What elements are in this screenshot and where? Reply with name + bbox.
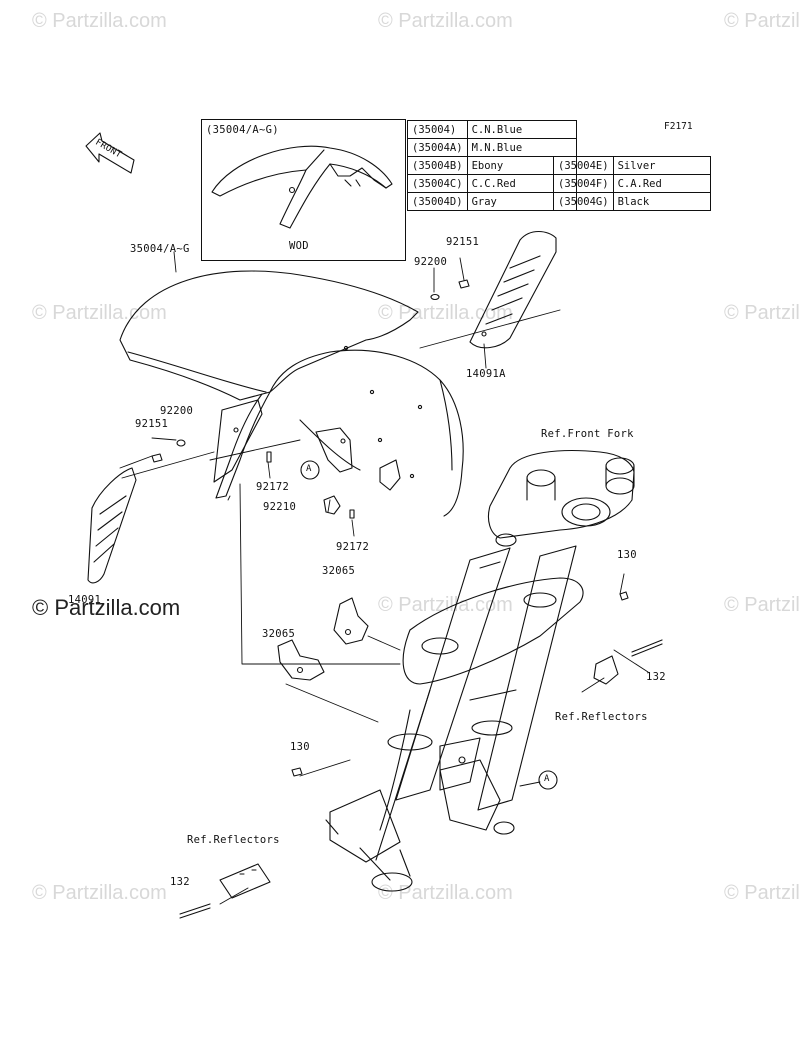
watermark: © Partzilla.com <box>724 882 800 904</box>
color-name: C.N.Blue <box>466 120 577 139</box>
watermark: © Partzilla.com <box>32 302 167 324</box>
callout-92210: 92210 <box>263 501 297 513</box>
color-table-right: (35004E) Silver (35004F) C.A.Red (35004G… <box>553 156 711 211</box>
watermark: © Partzilla.com <box>378 594 513 616</box>
reflector-drawing <box>179 591 663 919</box>
part-code: (35004B) <box>407 156 468 175</box>
callout-92151-left: 92151 <box>135 418 169 430</box>
callout-132-left: 132 <box>170 876 190 888</box>
watermark: © Partzilla.com <box>724 10 800 32</box>
callout-92172-a: 92172 <box>256 481 290 493</box>
part-code: (35004A) <box>407 138 468 157</box>
color-name: Silver <box>612 156 711 175</box>
inset-caption: WOD <box>289 240 309 252</box>
color-table-left: (35004) C.N.Blue (35004A) M.N.Blue (3500… <box>407 120 577 211</box>
callout-92200-left: 92200 <box>160 405 194 417</box>
side-cover-14091-drawing <box>87 467 137 584</box>
callout-130-top: 130 <box>617 549 637 561</box>
color-row: (35004) C.N.Blue <box>407 120 577 139</box>
color-row: (35004C) C.C.Red <box>407 174 577 193</box>
circle-a-label: A <box>544 774 550 784</box>
callout-92172-b: 92172 <box>336 541 370 553</box>
part-code: (35004E) <box>553 156 614 175</box>
inset-box: (35004/A~G) WOD <box>201 119 406 261</box>
callout-14091A: 14091A <box>466 368 506 380</box>
callout-32065-b: 32065 <box>262 628 296 640</box>
callout-ref-reflectors-right: Ref.Reflectors <box>555 711 648 723</box>
color-row: (35004B) Ebony <box>407 156 577 175</box>
color-row: (35004D) Gray <box>407 192 577 211</box>
color-row: (35004G) Black <box>553 192 711 211</box>
part-code: (35004D) <box>407 192 468 211</box>
inset-fender-drawing <box>211 145 393 229</box>
watermark: © Partzilla.com <box>724 302 800 324</box>
part-code: (35004) <box>407 120 468 139</box>
front-fender-drawing <box>119 270 464 517</box>
front-arrow-shape <box>85 132 135 174</box>
callout-32065-a: 32065 <box>322 565 356 577</box>
hardware-drawing <box>151 279 470 519</box>
leader-lines <box>119 251 649 905</box>
part-code: (35004G) <box>553 192 614 211</box>
watermark: © Partzilla.com <box>724 594 800 616</box>
color-name: C.A.Red <box>612 174 711 193</box>
callout-fender: 35004/A~G <box>130 243 190 255</box>
color-name: M.N.Blue <box>466 138 577 157</box>
color-row: (35004A) M.N.Blue <box>407 138 577 157</box>
inset-title: (35004/A~G) <box>206 124 279 136</box>
watermark: © Partzilla.com <box>378 10 513 32</box>
callout-14091: 14091 <box>68 594 102 606</box>
color-name: Ebony <box>466 156 577 175</box>
watermark: © Partzilla.com <box>32 10 167 32</box>
part-code: (35004C) <box>407 174 468 193</box>
watermark: © Partzilla.com <box>32 882 167 904</box>
color-name: Black <box>612 192 711 211</box>
callout-132-right: 132 <box>646 671 666 683</box>
side-cover-14091A-drawing <box>469 230 557 349</box>
callout-130-left: 130 <box>290 741 310 753</box>
part-code: (35004F) <box>553 174 614 193</box>
color-row: (35004F) C.A.Red <box>553 174 711 193</box>
callout-92151-top: 92151 <box>446 236 480 248</box>
circle-a-label: A <box>306 464 312 474</box>
front-fork-drawing <box>325 450 635 892</box>
watermark: © Partzilla.com <box>378 882 513 904</box>
bracket-32065-drawing <box>277 597 369 681</box>
callout-92200-top: 92200 <box>414 256 448 268</box>
callout-ref-front-fork: Ref.Front Fork <box>541 428 634 440</box>
circle-a-markers <box>300 460 558 790</box>
color-row: (35004E) Silver <box>553 156 711 175</box>
watermark-main: © Partzilla.com <box>32 595 181 620</box>
color-name: Gray <box>466 192 577 211</box>
callout-ref-reflectors-left: Ref.Reflectors <box>187 834 280 846</box>
figure-code: F2171 <box>664 121 693 132</box>
